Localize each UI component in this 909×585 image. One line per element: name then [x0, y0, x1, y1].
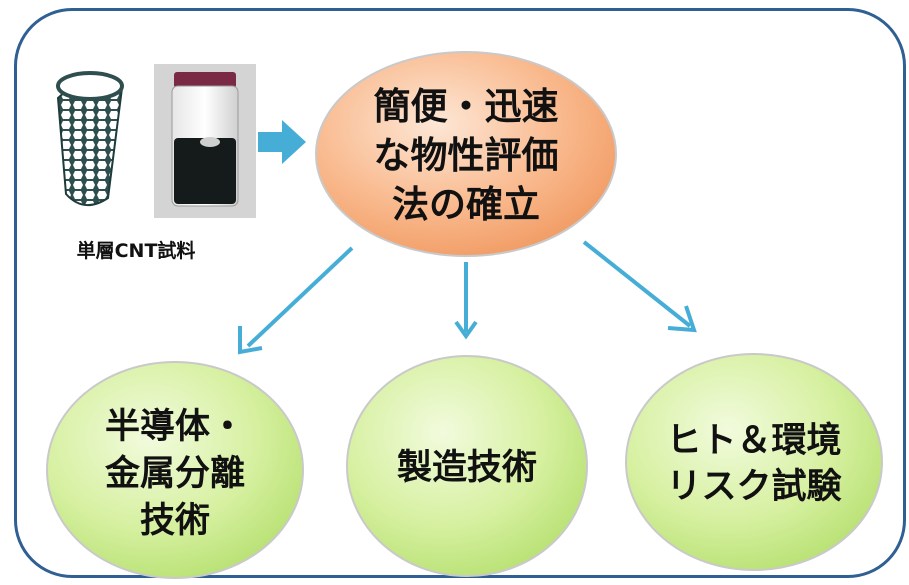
carbon-nanotube-icon — [56, 71, 124, 206]
sample-caption: 単層CNT試料 — [76, 240, 196, 262]
sample-to-center-arrow — [258, 120, 306, 164]
center-node — [315, 51, 617, 257]
center-to-left-arrow — [238, 246, 354, 355]
center-to-right-arrow — [582, 240, 697, 333]
sample-vial-photo — [154, 64, 256, 218]
right-node — [625, 353, 883, 571]
left-node — [46, 361, 304, 579]
middle-node — [346, 355, 588, 577]
center-to-middle-arrow — [454, 262, 478, 340]
